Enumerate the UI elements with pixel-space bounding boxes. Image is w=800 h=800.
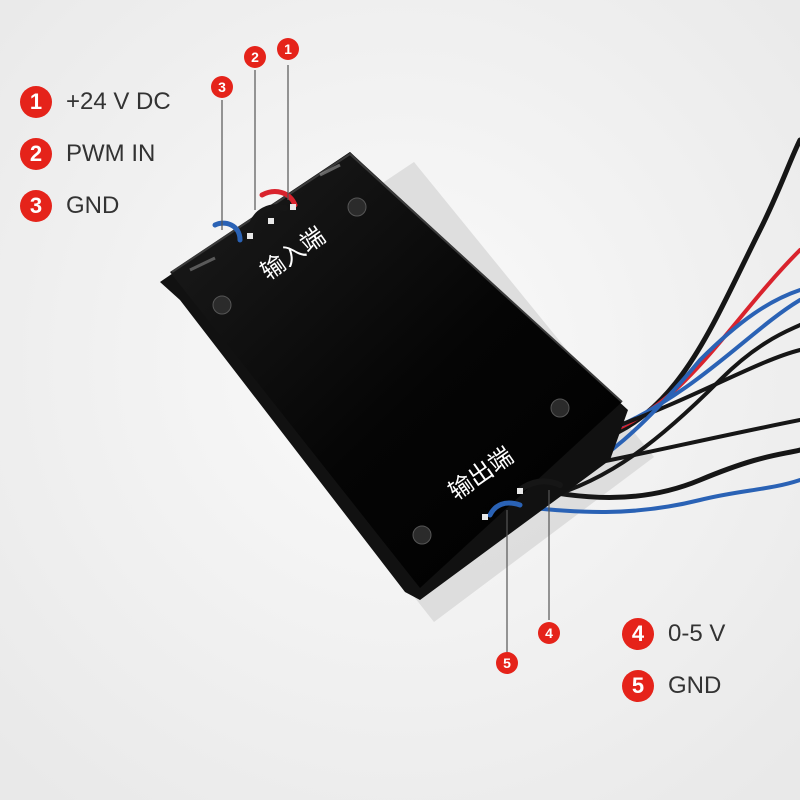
legend-label-4: 0-5 V bbox=[668, 620, 726, 647]
legend-label-5: GND bbox=[668, 672, 722, 699]
pin-marker-4: 4 bbox=[538, 622, 560, 644]
legend-badge-3: 3 bbox=[20, 190, 52, 222]
legend-label-1: +24 V DC bbox=[66, 88, 171, 115]
legend-badge-4: 4 bbox=[622, 618, 654, 650]
pin-marker-3: 3 bbox=[211, 76, 233, 98]
legend-badge-5: 5 bbox=[622, 670, 654, 702]
pin-marker-5: 5 bbox=[496, 652, 518, 674]
cable-bundle bbox=[498, 137, 800, 514]
legend-badge-1: 1 bbox=[20, 86, 52, 118]
pin-marker-1: 1 bbox=[277, 38, 299, 60]
legend-badge-2: 2 bbox=[20, 138, 52, 170]
converter-module bbox=[160, 152, 628, 600]
pin-marker-2: 2 bbox=[244, 46, 266, 68]
legend-label-2: PWM IN bbox=[66, 140, 156, 167]
legend-label-3: GND bbox=[66, 192, 120, 219]
